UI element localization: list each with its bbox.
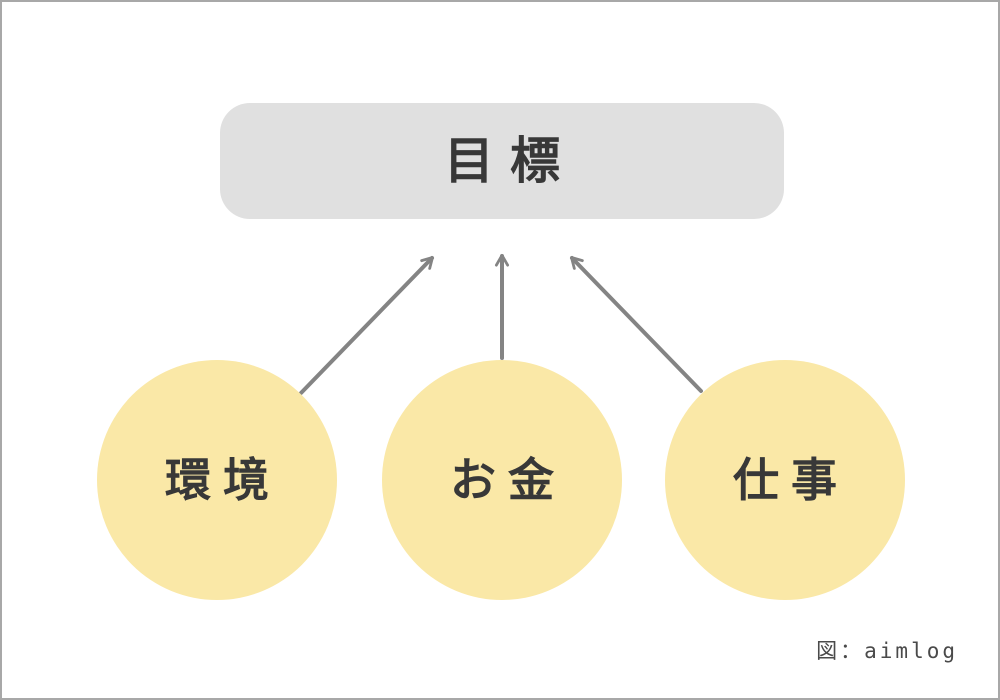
factor-label-environment: 環境: [165, 454, 281, 506]
factor-label-money: お金: [450, 454, 566, 506]
arrow-work-to-goal: [570, 256, 703, 393]
goal-box: 目標: [220, 103, 784, 219]
arrow-environment-to-goal: [299, 256, 434, 395]
factor-label-work: 仕事: [733, 454, 849, 506]
factor-circle-work: 仕事: [665, 360, 905, 600]
factor-circle-money: お金: [382, 360, 622, 600]
factor-circle-environment: 環境: [97, 360, 337, 600]
goal-label: 目標: [444, 133, 576, 189]
source-caption: 図：aimlog: [816, 639, 958, 663]
